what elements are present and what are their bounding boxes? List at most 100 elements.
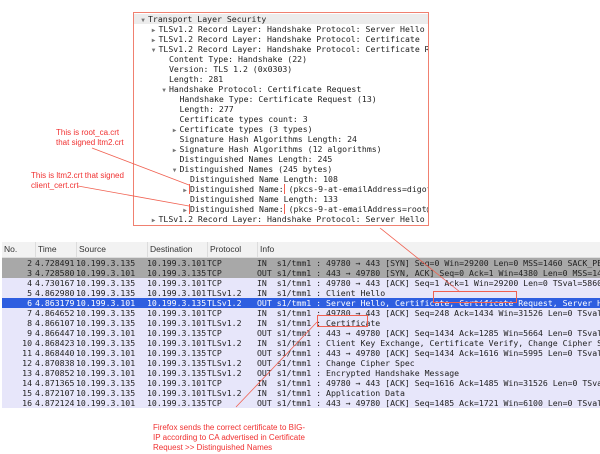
tree-node-label: Handshake Type: Certificate Request (13) bbox=[179, 94, 377, 104]
collapsed-triangle-icon[interactable]: ▶ bbox=[183, 187, 187, 194]
tree-node[interactable]: Version: TLS 1.2 (0x0303) bbox=[134, 64, 428, 74]
tree-node[interactable]: Certificate types count: 3 bbox=[134, 114, 428, 124]
cell-protocol: TCP bbox=[207, 378, 222, 388]
cell-time: 4.863179 bbox=[35, 298, 75, 308]
collapsed-triangle-icon[interactable]: ▶ bbox=[183, 207, 187, 214]
cell-protocol: TCP bbox=[207, 328, 222, 338]
packet-list: No. Time Source Destination Protocol Inf… bbox=[2, 242, 600, 408]
cell-no: 10 bbox=[22, 338, 32, 348]
cell-destination: 10.199.3.101 bbox=[147, 378, 207, 388]
tree-node[interactable]: ▼Handshake Protocol: Certificate Request bbox=[134, 84, 428, 94]
cell-source: 10.199.3.135 bbox=[76, 308, 136, 318]
cell-info: OUT s1/tmm1 : 443 → 49780 [ACK] Seq=1434… bbox=[257, 348, 600, 358]
cell-info: OUT s1/tmm1 : 443 → 49780 [ACK] Seq=1485… bbox=[257, 398, 600, 408]
expanded-triangle-icon[interactable]: ▼ bbox=[172, 167, 177, 174]
col-source[interactable]: Source bbox=[76, 242, 149, 257]
tree-node-label: Content Type: Handshake (22) bbox=[169, 54, 308, 64]
tree-node[interactable]: ▼TLSv1.2 Record Layer: Handshake Protoco… bbox=[134, 44, 428, 54]
collapsed-triangle-icon[interactable]: ▶ bbox=[151, 27, 156, 34]
collapsed-triangle-icon[interactable]: ▶ bbox=[151, 37, 156, 44]
tree-node[interactable]: ▶Distinguished Name: (pkcs-9-at-emailAdd… bbox=[134, 204, 428, 214]
tree-node[interactable]: Length: 277 bbox=[134, 104, 428, 114]
tree-node-label: Distinguished Name: bbox=[189, 204, 285, 214]
cell-info: IN s1/tmm1 : 49780 → 443 [ACK] Seq=1616 … bbox=[257, 378, 600, 388]
col-no[interactable]: No. bbox=[4, 244, 18, 254]
tree-node[interactable]: ▶Signature Hash Algorithms (12 algorithm… bbox=[134, 144, 428, 154]
expanded-triangle-icon[interactable]: ▼ bbox=[151, 47, 156, 54]
cell-no: 3 bbox=[27, 268, 32, 278]
cell-time: 4.871365 bbox=[35, 378, 75, 388]
cell-protocol: TLSv1.2 bbox=[207, 298, 242, 308]
expanded-triangle-icon[interactable]: ▼ bbox=[141, 17, 145, 24]
cell-protocol: TCP bbox=[207, 398, 222, 408]
tree-node[interactable]: ▶Distinguished Name: (pkcs-9-at-emailAdd… bbox=[134, 184, 428, 194]
cell-destination: 10.199.3.101 bbox=[147, 338, 207, 348]
tree-node[interactable]: Length: 281 bbox=[134, 74, 428, 84]
cell-time: 4.872107 bbox=[35, 388, 75, 398]
cell-destination: 10.199.3.135 bbox=[147, 328, 207, 338]
tree-node[interactable]: Distinguished Name Length: 108 bbox=[134, 174, 428, 184]
col-destination[interactable]: Destination bbox=[147, 242, 210, 257]
cell-info: IN s1/tmm1 : Client Key Exchange, Certif… bbox=[257, 338, 600, 348]
tree-node-label: TLSv1.2 Record Layer: Handshake Protocol… bbox=[158, 44, 429, 54]
tree-node[interactable]: ▶TLSv1.2 Record Layer: Handshake Protoco… bbox=[134, 34, 428, 44]
cell-destination: 10.199.3.101 bbox=[147, 388, 207, 398]
tree-node-label: Signature Hash Algorithms (12 algorithms… bbox=[179, 144, 382, 154]
tree-node[interactable]: Distinguished Names Length: 245 bbox=[134, 154, 428, 164]
tree-node[interactable]: ▶TLSv1.2 Record Layer: Handshake Protoco… bbox=[134, 214, 428, 224]
tree-node[interactable]: ▼Distinguished Names (245 bytes) bbox=[134, 164, 428, 174]
tree-node[interactable]: Signature Hash Algorithms Length: 24 bbox=[134, 134, 428, 144]
cell-time: 4.868440 bbox=[35, 348, 75, 358]
cell-protocol: TCP bbox=[207, 278, 222, 288]
col-info[interactable]: Info bbox=[257, 242, 600, 257]
cell-source: 10.199.3.101 bbox=[76, 328, 136, 338]
cell-info: IN s1/tmm1 : 49780 → 443 [ACK] Seq=248 A… bbox=[257, 308, 600, 318]
tree-node-value: (pkcs-9-at-emailAddress=digof@zipm bbox=[288, 184, 428, 194]
col-protocol[interactable]: Protocol bbox=[207, 242, 260, 257]
cell-no: 15 bbox=[22, 388, 32, 398]
cell-source: 10.199.3.135 bbox=[76, 318, 136, 328]
col-time[interactable]: Time bbox=[35, 242, 78, 257]
tree-node-label: Distinguished Names Length: 245 bbox=[179, 154, 333, 164]
collapsed-triangle-icon[interactable]: ▶ bbox=[172, 147, 177, 154]
tree-node[interactable]: ▼Transport Layer Security bbox=[134, 14, 428, 24]
tree-node[interactable]: Handshake Type: Certificate Request (13) bbox=[134, 94, 428, 104]
cell-info: IN s1/tmm1 : Certificate bbox=[257, 318, 381, 328]
highlight-certificate bbox=[317, 315, 368, 327]
tree-node-label: Signature Hash Algorithms Length: 24 bbox=[179, 134, 357, 144]
collapsed-triangle-icon[interactable]: ▶ bbox=[151, 217, 156, 224]
cell-info: IN s1/tmm1 : 49780 → 443 [ACK] Seq=1 Ack… bbox=[257, 278, 600, 288]
tree-node[interactable]: Distinguished Name Length: 133 bbox=[134, 194, 428, 204]
collapsed-triangle-icon[interactable]: ▶ bbox=[172, 127, 177, 134]
cell-info: OUT s1/tmm1 : Server Hello, Certificate,… bbox=[257, 298, 600, 308]
cell-no: 16 bbox=[22, 398, 32, 408]
cell-protocol: TLSv1.2 bbox=[207, 368, 242, 378]
cell-protocol: TCP bbox=[207, 308, 222, 318]
cell-destination: 10.199.3.135 bbox=[147, 358, 207, 368]
tree-node[interactable]: ▶TLSv1.2 Record Layer: Handshake Protoco… bbox=[134, 24, 428, 34]
cell-no: 5 bbox=[27, 288, 32, 298]
tree-node[interactable]: Content Type: Handshake (22) bbox=[134, 54, 428, 64]
tree-node-label: Distinguished Name Length: 108 bbox=[190, 174, 338, 184]
cell-no: 11 bbox=[22, 348, 32, 358]
expanded-triangle-icon[interactable]: ▼ bbox=[162, 87, 166, 94]
cell-protocol: TLSv1.2 bbox=[207, 318, 242, 328]
highlight-certificate-request bbox=[433, 291, 517, 303]
tree-node[interactable]: ▶Certificate types (3 types) bbox=[134, 124, 428, 134]
tree-node-label: Distinguished Name Length: 133 bbox=[190, 194, 338, 204]
